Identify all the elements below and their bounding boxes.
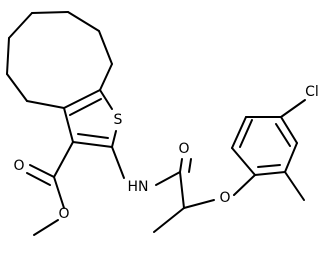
chloromethylphenyl-ring <box>231 99 306 201</box>
methyl-ester-group <box>26 141 74 236</box>
atom-label-chlorine: Cl <box>305 84 319 100</box>
atom-labels: S O O HN O O Cl <box>13 84 318 222</box>
bond-ring8-3 <box>67 11 100 32</box>
bond-alpha-methyl <box>153 207 185 233</box>
atom-label-carbonyl-oxygen-ester: O <box>13 158 24 174</box>
bond-ring8-5 <box>8 12 33 39</box>
bond-thio-c8a-s <box>99 89 113 110</box>
atom-label-ester-oxygen: O <box>58 206 69 222</box>
bond-thio-c3a-c8a <box>63 89 101 109</box>
atom-label-ether-oxygen: O <box>219 190 230 206</box>
bond-aryl-cl <box>280 99 306 118</box>
bond-c3-carbonyl <box>53 141 74 178</box>
bond-ether-o-aryl <box>233 174 256 196</box>
bond-carbonyl-o-double-b <box>26 172 51 186</box>
bond-aryl-6-5-double <box>239 119 253 148</box>
bond-ring8-7 <box>6 73 28 102</box>
bond-aryl-4-3 <box>280 116 298 144</box>
bond-aryl-6-5 <box>231 116 247 149</box>
bond-aryl-3-2 <box>284 142 298 173</box>
thiophene-ring <box>63 89 117 148</box>
bond-ring8-6 <box>6 37 10 75</box>
bond-aryl-1-6 <box>231 147 256 176</box>
atom-label-sulfur: S <box>114 112 123 128</box>
atom-label-amide-nitrogen: HN <box>128 179 149 195</box>
bond-o-methyl <box>33 219 59 236</box>
bond-amide-c-o-double-b <box>188 158 192 173</box>
bond-thio-c2-c3-double <box>77 133 109 139</box>
bond-ring8-8 <box>26 100 65 109</box>
cyclooctane-ring <box>6 11 113 109</box>
atom-label-amide-oxygen: O <box>178 141 189 157</box>
bond-thio-s-c2 <box>111 130 117 148</box>
bond-amide-c-alpha <box>179 171 185 209</box>
bond-c2-n <box>111 146 125 179</box>
bond-carbonyl-o-double-a <box>29 164 55 178</box>
bond-aryl-2-1-double <box>257 164 281 168</box>
bond-thio-c2-c3 <box>72 141 113 148</box>
bond-ring8-2 <box>98 30 113 65</box>
bond-aryl-methyl <box>284 171 305 201</box>
bond-carbonyl-o-ester <box>53 176 65 209</box>
bond-thio-c3-c3a <box>63 107 74 143</box>
bond-aryl-4-3-double <box>275 123 291 147</box>
bond-alpha-ether-o <box>183 199 215 209</box>
bond-n-amide-carbon <box>155 171 181 186</box>
amide-linkage <box>111 146 215 233</box>
bond-thio-c3a-c8a-double <box>69 98 102 116</box>
bond-ring8-4 <box>31 11 69 14</box>
bond-ring8-1 <box>99 63 113 91</box>
bond-aryl-2-1 <box>254 171 286 176</box>
bond-amide-c-o-double-a <box>179 158 183 173</box>
